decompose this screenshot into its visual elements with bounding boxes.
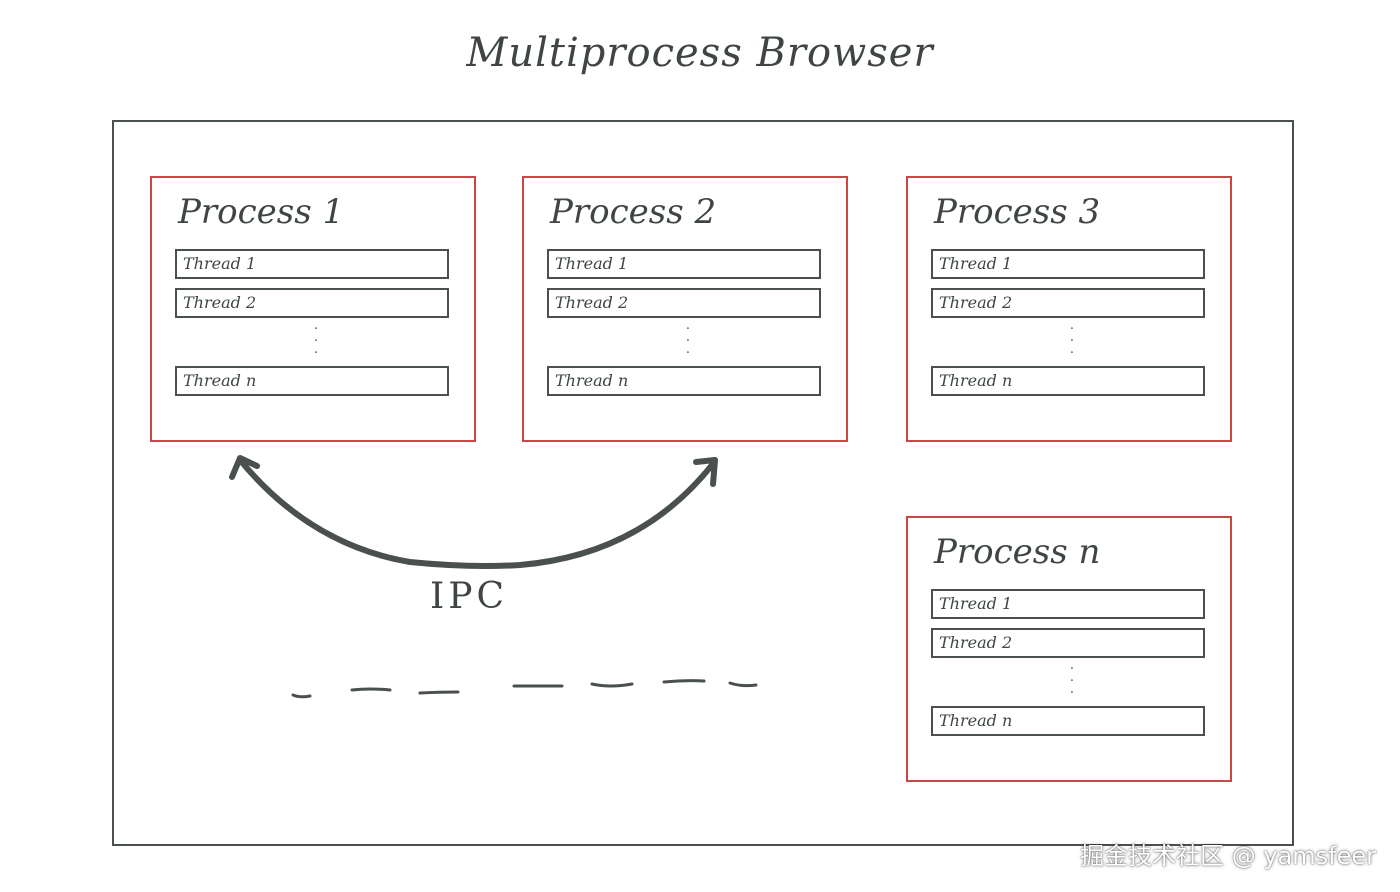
process-box-1: Process 1 Thread 1 Thread 2 ··· Thread n (150, 176, 476, 442)
thread-row: Thread 2 (931, 288, 1205, 318)
thread-row: Thread n (931, 706, 1205, 736)
thread-row: Thread n (175, 366, 449, 396)
vertical-ellipsis-icon: ··· (685, 322, 691, 361)
thread-row: Thread 1 (931, 249, 1205, 279)
thread-row: Thread 1 (931, 589, 1205, 619)
process-title: Process 3 (934, 192, 1101, 232)
thread-row: Thread 2 (547, 288, 821, 318)
process-box-3: Process 3 Thread 1 Thread 2 ··· Thread n (906, 176, 1232, 442)
process-box-2: Process 2 Thread 1 Thread 2 ··· Thread n (522, 176, 848, 442)
thread-row: Thread 1 (175, 249, 449, 279)
thread-row: Thread n (547, 366, 821, 396)
ipc-label: IPC (430, 576, 508, 617)
vertical-ellipsis-icon: ··· (1069, 322, 1075, 361)
watermark: 掘金技术社区 @ yamsfeer (1080, 842, 1376, 870)
process-title: Process n (934, 532, 1101, 572)
process-box-n: Process n Thread 1 Thread 2 ··· Thread n (906, 516, 1232, 782)
thread-row: Thread n (931, 366, 1205, 396)
diagram-title: Multiprocess Browser (466, 30, 934, 76)
vertical-ellipsis-icon: ··· (313, 322, 319, 361)
thread-row: Thread 1 (547, 249, 821, 279)
process-title: Process 1 (178, 192, 345, 232)
vertical-ellipsis-icon: ··· (1069, 662, 1075, 701)
thread-row: Thread 2 (175, 288, 449, 318)
process-title: Process 2 (550, 192, 717, 232)
thread-row: Thread 2 (931, 628, 1205, 658)
browser-frame (112, 120, 1294, 846)
